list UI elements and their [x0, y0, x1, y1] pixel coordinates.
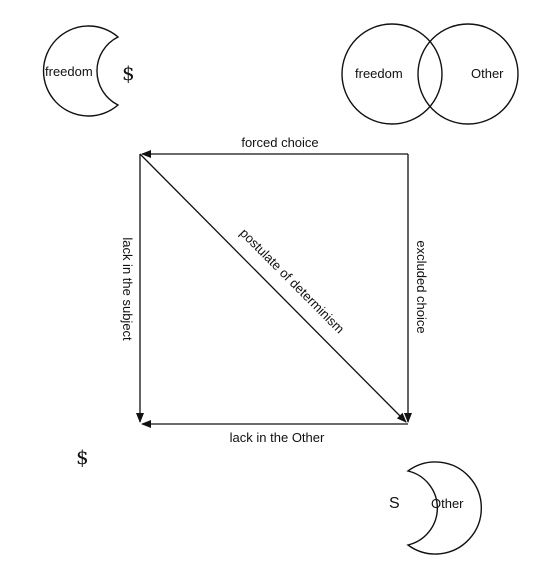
freedom-circle — [341, 23, 443, 125]
freedom-label: freedom — [355, 66, 403, 81]
diagonal-arrow — [139, 153, 407, 423]
freedom-label: freedom — [45, 64, 93, 79]
signifier-s-label: S — [389, 495, 400, 512]
other-circle — [417, 23, 519, 125]
other-label: Other — [431, 496, 464, 511]
other-label: Other — [471, 66, 504, 81]
top-right-figure: freedom Other — [341, 23, 519, 125]
bottom-right-figure: S Other — [389, 461, 483, 555]
square-figure: forced choice lack in the subject exclud… — [120, 135, 429, 445]
other-circle-with-bite — [406, 461, 483, 555]
lack-in-other-label: lack in the Other — [230, 430, 325, 445]
lack-in-subject-label: lack in the subject — [120, 237, 135, 341]
forced-choice-label: forced choice — [241, 135, 318, 150]
barred-subject-symbol: $ — [76, 445, 89, 469]
postulate-of-determinism-label: postulate of determinism — [237, 225, 347, 336]
barred-subject-symbol: $ — [122, 61, 135, 85]
freedom-circle-with-bite — [42, 25, 120, 117]
excluded-choice-label: excluded choice — [414, 240, 429, 333]
top-left-figure: freedom $ — [42, 25, 135, 117]
